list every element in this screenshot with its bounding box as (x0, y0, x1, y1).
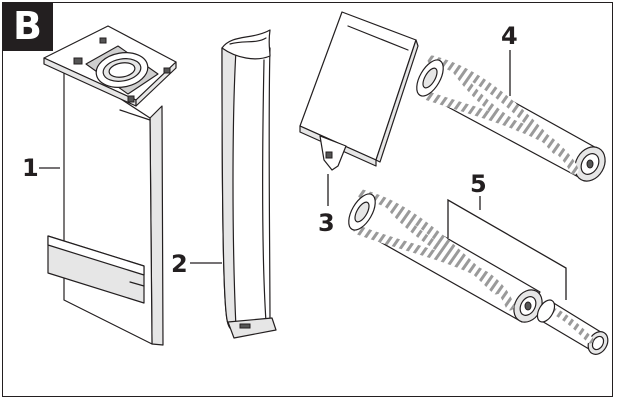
leader-bracket-5 (447, 196, 567, 300)
tubular-filter-bag-icon (221, 29, 277, 339)
panel-letter-badge: B (2, 2, 53, 51)
flat-filter-icon (299, 11, 419, 171)
diagram-frame (2, 2, 613, 397)
brush-roll-icon (416, 55, 606, 182)
label-part-4: 4 (501, 22, 518, 50)
label-part-3: 3 (318, 209, 335, 237)
label-part-2: 2 (171, 250, 188, 278)
label-part-5: 5 (470, 170, 487, 198)
label-part-1: 1 (22, 154, 39, 182)
brush-roll-pair-icon (348, 189, 609, 355)
dust-bag-icon (43, 25, 177, 346)
